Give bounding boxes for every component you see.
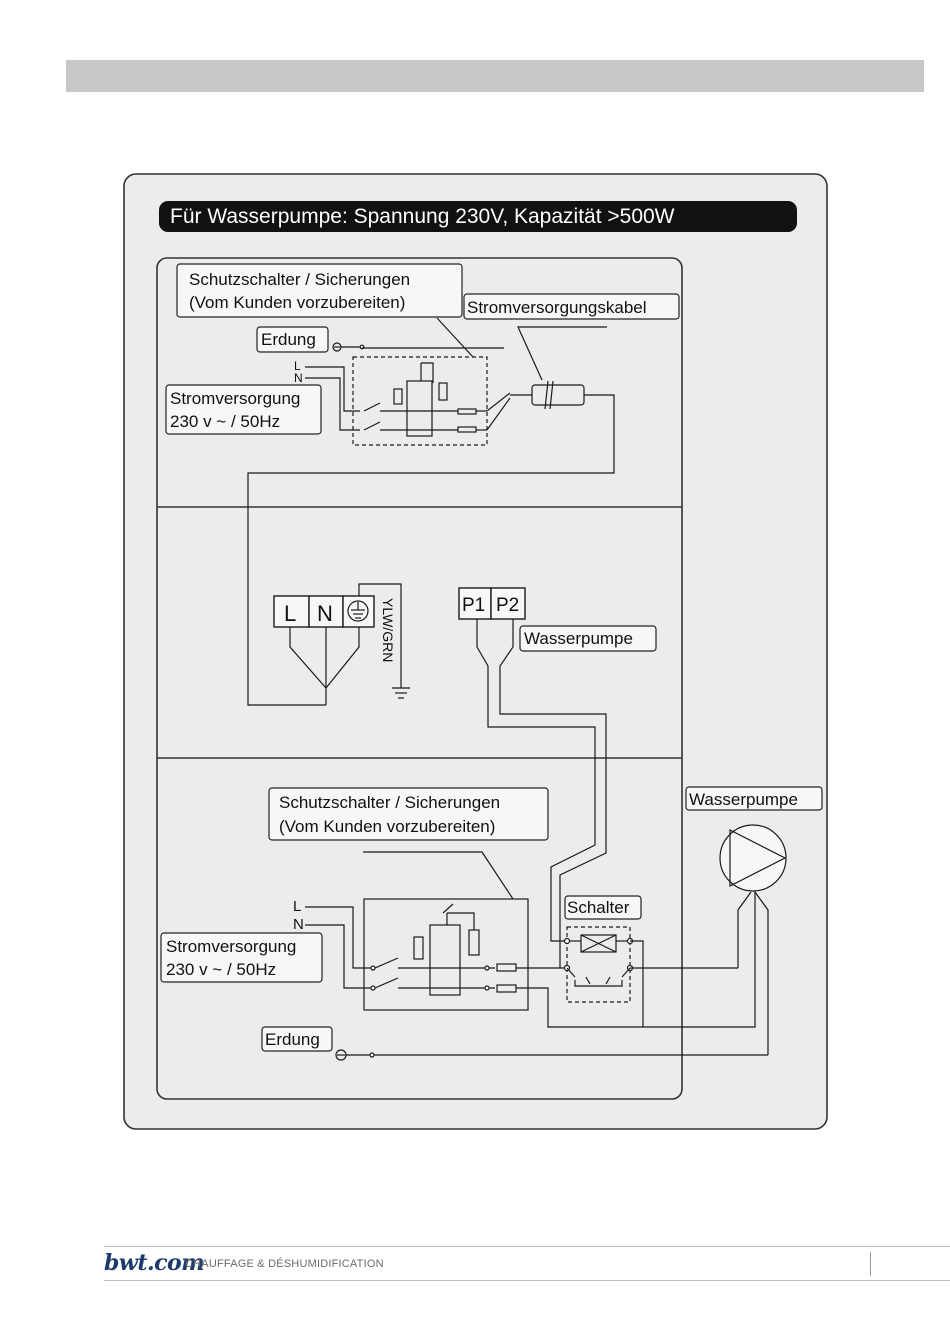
top-earth-label-box [256,326,329,353]
terminal-p2-label: P2 [496,595,519,616]
terminal-earth-icon [347,600,369,622]
bottom-breaker-box [363,898,529,1011]
bottom-supply-label-box [160,932,323,983]
top-supply-label-line2: 230 v ~ / 50Hz [170,412,280,431]
bottom-breaker-label-box [268,787,549,841]
switch-label: Schalter [567,898,630,917]
bottom-supply-label-line2: 230 v ~ / 50Hz [166,960,276,979]
footer-logo: bwt.com [104,1250,205,1276]
switch-box [566,926,631,1003]
wire-color-label: YLW/GRN [380,598,396,662]
footer-rule-bottom [104,1280,950,1281]
middle-pump-label: Wasserpumpe [524,629,633,648]
bottom-earth-label: Erdung [265,1030,320,1049]
top-supply-label-box [165,384,322,435]
terminal-l-label: L [284,601,296,626]
bottom-pump-label: Wasserpumpe [689,790,798,809]
bottom-breaker-label-line2: (Vom Kunden vorzubereiten) [279,817,495,836]
cable-label-box [463,293,680,320]
terminal-p2-box [490,587,526,620]
footer-rule-top [104,1246,950,1247]
footer-tagline: CHAUFFAGE & DÉSHUMIDIFICATION [185,1258,384,1270]
bottom-earth-label-box [261,1026,333,1052]
terminal-l-box [273,595,310,628]
top-breaker-label-box [176,263,463,318]
top-earth-label: Erdung [261,330,316,349]
terminal-p1-box [458,587,492,620]
cable-label: Stromversorgungskabel [467,298,647,317]
diagram-title: Für Wasserpumpe: Spannung 230V, Kapazitä… [170,205,675,228]
bottom-l-label: L [293,898,301,915]
top-breaker-label-line2: (Vom Kunden vorzubereiten) [189,293,405,312]
footer-divider [870,1252,871,1276]
terminal-p1-label: P1 [462,595,485,616]
top-l-label: L [294,359,301,373]
middle-section: L N P1 P2 YLW/GRN Wasserpum [273,583,657,968]
top-breaker-label-line1: Schutzschalter / Sicherungen [189,270,410,289]
switch-label-box [564,895,642,920]
bottom-section: Schutzschalter / Sicherungen (Vom Kunden… [160,786,823,1061]
bottom-pump-label-box [685,786,823,811]
terminal-n-label: N [317,601,333,626]
title-bar [159,201,797,232]
middle-pump-label-box [519,625,657,652]
top-breaker-box [352,356,488,446]
top-section: Schutzschalter / Sicherungen (Vom Kunden… [165,263,680,706]
top-n-label: N [294,371,303,385]
bottom-breaker-label-line1: Schutzschalter / Sicherungen [279,793,500,812]
bottom-n-label: N [293,916,304,933]
bottom-supply-label-line1: Stromversorgung [166,937,296,956]
header-bar [66,60,924,92]
top-supply-label-line1: Stromversorgung [170,389,300,408]
